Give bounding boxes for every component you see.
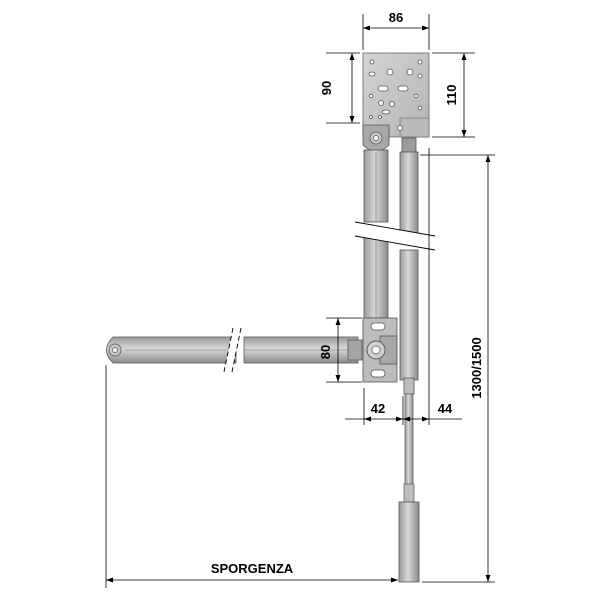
dimension-label-44: 44: [438, 401, 453, 416]
elbow-bracket: [362, 317, 398, 383]
dimension-stroke-length: 1300/1500: [420, 154, 495, 583]
upper-pivot: [362, 124, 390, 152]
mounting-plate: [362, 52, 430, 138]
gas-strut: [398, 137, 420, 583]
dimension-right-height: 110: [432, 52, 475, 138]
dimension-offsets: 42 44: [345, 148, 462, 425]
vertical-arm: [363, 149, 389, 319]
horizontal-arm: [106, 336, 363, 364]
dimension-label-80: 80: [318, 345, 333, 359]
break-symbol-horizontal: [223, 327, 242, 373]
dimension-label-86: 86: [389, 10, 403, 25]
dimension-label-1300-1500: 1300/1500: [469, 337, 484, 398]
dimension-bracket-height: 80: [318, 317, 362, 383]
dimension-label-90: 90: [319, 81, 334, 95]
dimension-projection: SPORGENZA: [105, 365, 398, 588]
dimension-left-height: 90: [319, 52, 360, 124]
dimension-label-42: 42: [371, 401, 385, 416]
break-symbol-vertical: [354, 221, 436, 251]
dimension-top-width: 86: [362, 10, 430, 50]
dimension-label-110: 110: [444, 85, 459, 106]
dimension-label-sporgenza: SPORGENZA: [211, 561, 294, 576]
